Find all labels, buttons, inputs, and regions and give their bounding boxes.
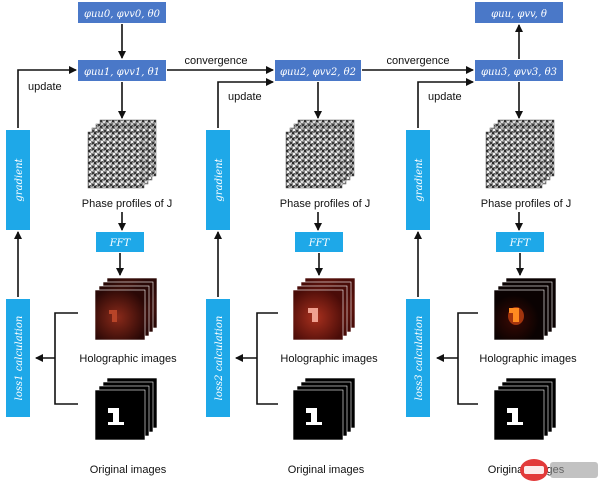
original-digit-stack-icon <box>493 377 557 441</box>
update-label-3: update <box>428 91 462 103</box>
loss-box-2: loss2 calculation <box>206 299 230 417</box>
gradient-label-3: gradient <box>414 157 425 201</box>
original-digit-stack-icon <box>94 377 158 441</box>
fft-box-3: FFT <box>496 232 544 252</box>
param-final-text: φuu, φvv, θ <box>491 9 547 20</box>
watermark-logo-icon <box>520 459 598 481</box>
loss-box-1: loss1 calculation <box>6 299 30 417</box>
gradient-box-3: gradient <box>406 130 430 230</box>
phase-noise-stack-icon <box>87 119 157 189</box>
loss-label-1: loss1 calculation <box>14 316 25 401</box>
holographic-stack-icon <box>292 277 356 341</box>
gradient-label-1: gradient <box>14 157 25 201</box>
holographic-label-2: Holographic images <box>280 353 378 365</box>
original-digit-stack-icon <box>292 377 356 441</box>
holographic-label-1: Holographic images <box>79 353 177 365</box>
param-box-step1: φuu1, φvv1, θ1 <box>78 60 166 81</box>
gradient-box-2: gradient <box>206 130 230 230</box>
arrow-update-1 <box>17 66 77 128</box>
loss-label-3: loss3 calculation <box>414 316 425 401</box>
arrow-update-3 <box>417 78 474 128</box>
convergence-label-1: convergence <box>185 55 248 67</box>
bracket-loop-2 <box>256 312 278 405</box>
holographic-label-3: Holographic images <box>479 353 577 365</box>
phase-profiles-label-1: Phase profiles of J <box>82 198 173 210</box>
holographic-stack-icon <box>94 277 158 341</box>
gradient-label-2: gradient <box>214 157 225 201</box>
fft-box-1: FFT <box>96 232 144 252</box>
loss-label-2: loss2 calculation <box>214 316 225 401</box>
update-label-1: update <box>28 81 62 93</box>
arrow-update-2 <box>217 78 274 128</box>
param-box-final: φuu, φvv, θ <box>475 2 563 23</box>
convergence-label-2: convergence <box>387 55 450 67</box>
phase-profiles-label-2: Phase profiles of J <box>280 198 371 210</box>
fft-label-3: FFT <box>509 238 532 249</box>
param-box-step2: φuu2, φvv2, θ2 <box>275 60 361 81</box>
update-label-2: update <box>228 91 262 103</box>
phase-noise-stack-icon <box>485 119 555 189</box>
phase-profiles-label-3: Phase profiles of J <box>481 198 572 210</box>
fft-label-2: FFT <box>308 238 331 249</box>
param-box-initial: φuu0, φvv0, θ0 <box>78 2 166 23</box>
bracket-loop-3 <box>457 312 478 405</box>
gradient-box-1: gradient <box>6 130 30 230</box>
param-box-step3: φuu3, φvv3, θ3 <box>475 60 563 81</box>
fft-label-1: FFT <box>109 238 132 249</box>
param-step2-text: φuu2, φvv2, θ2 <box>280 67 356 78</box>
loss-box-3: loss3 calculation <box>406 299 430 417</box>
phase-noise-stack-icon <box>285 119 355 189</box>
original-label-2: Original images <box>288 464 365 476</box>
param-step3-text: φuu3, φvv3, θ3 <box>481 67 557 78</box>
param-initial-text: φuu0, φvv0, θ0 <box>84 9 161 20</box>
holographic-stack-icon <box>493 277 557 341</box>
param-step1-text: φuu1, φvv1, θ1 <box>84 67 160 78</box>
original-label-1: Original images <box>90 464 167 476</box>
bracket-loop-1 <box>54 312 78 405</box>
fft-box-2: FFT <box>295 232 343 252</box>
